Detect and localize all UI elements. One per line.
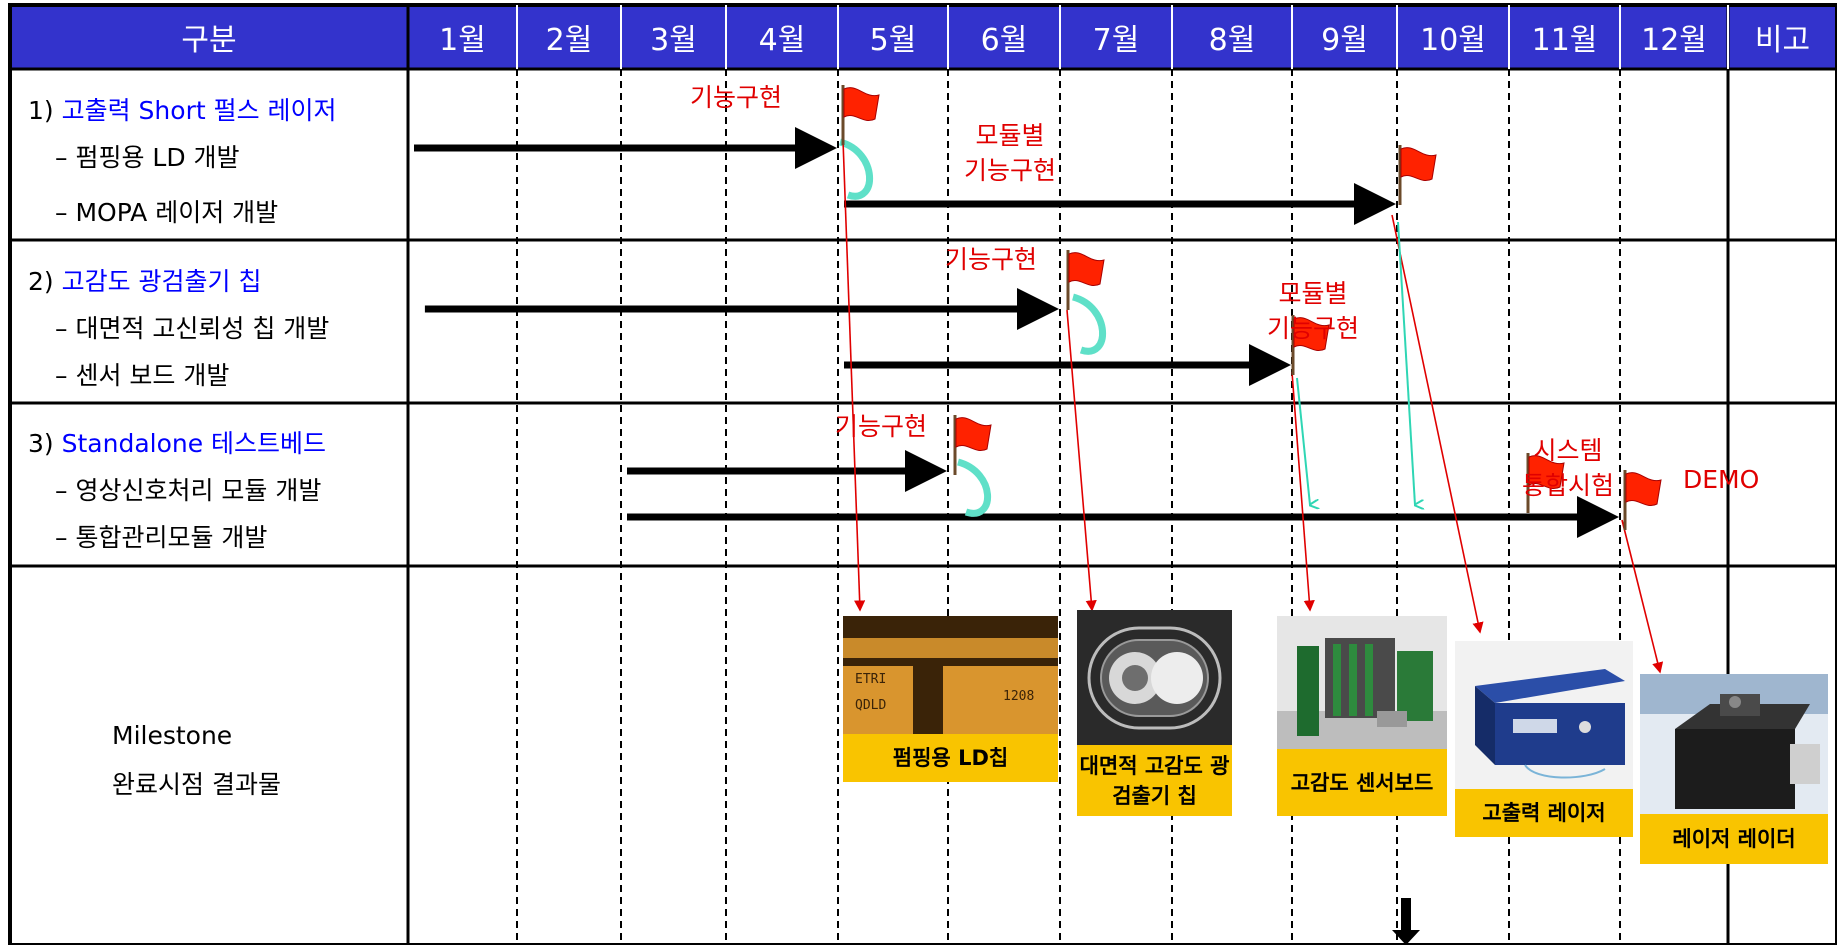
result-detector-chip-caption: 대면적 고감도 광검출기 칩 [1077, 745, 1232, 816]
high-power-laser-photo [1455, 641, 1633, 789]
note-s3-system-line1: 시스템 [1513, 433, 1623, 468]
section-1-item-1: – 펌핑용 LD 개발 [55, 138, 240, 174]
note-s1-implementation: 기능구현 [690, 80, 782, 115]
note-s1-module-line2: 기능구현 [955, 153, 1065, 188]
note-s2-implementation: 기능구현 [945, 242, 1037, 277]
link-ld-chip [843, 140, 860, 610]
section-3-heading: 3) Standalone 테스트베드 [28, 424, 326, 460]
header-month-1: 1월 [408, 5, 517, 69]
result-laser-radar-caption: 레이저 레이더 [1640, 814, 1828, 864]
note-s2-module-implementation: 모듈별 기능구현 [1258, 276, 1368, 346]
header-month-10: 10월 [1397, 5, 1509, 69]
header-month-5: 5월 [838, 5, 948, 69]
section-1-heading: 1) 고출력 Short 펄스 레이저 [28, 91, 337, 127]
milestone-label: Milestone 완료시점 결과물 [112, 711, 281, 809]
section-2-number: 2) [28, 267, 62, 296]
laser-radar-photo [1640, 674, 1828, 814]
header-category: 구분 [10, 5, 408, 69]
section-3-item-2: – 통합관리모듈 개발 [55, 518, 267, 554]
milestone-label-line1: Milestone [112, 711, 281, 760]
cycle-arrow-3 [958, 462, 988, 513]
result-high-power-laser-caption: 고출력 레이저 [1455, 789, 1633, 837]
note-s3-system-line2: 통합시험 [1513, 468, 1623, 503]
section-1-item-2: – MOPA 레이저 개발 [55, 193, 278, 229]
result-high-power-laser: 고출력 레이저 [1455, 641, 1633, 839]
header-month-2: 2월 [517, 5, 621, 69]
milestone-label-line2: 완료시점 결과물 [112, 760, 281, 809]
note-s2-module-line2: 기능구현 [1258, 311, 1368, 346]
section-3-item-1: – 영상신호처리 모듈 개발 [55, 471, 321, 507]
result-ld-chip: ETRI QDLD 1208 펌핑용 LD칩 [843, 616, 1058, 784]
result-sensor-board-caption: 고감도 센서보드 [1277, 749, 1447, 816]
note-s1-module-implementation: 모듈별 기능구현 [955, 118, 1065, 188]
detector-chip-photo [1077, 610, 1232, 745]
section-2-heading: 2) 고감도 광검출기 칩 [28, 262, 262, 298]
note-s2-module-line1: 모듈별 [1258, 276, 1368, 311]
milestone-flag-icon-1 [843, 85, 879, 145]
result-ld-chip-caption: 펌핑용 LD칩 [843, 734, 1058, 782]
chip-text-etri: ETRI [855, 672, 886, 687]
header-remarks: 비고 [1728, 5, 1837, 69]
header-month-3: 3월 [621, 5, 726, 69]
section-3-number: 3) [28, 429, 62, 458]
section-1-title: 고출력 Short 펄스 레이저 [62, 96, 337, 125]
section-2-title: 고감도 광검출기 칩 [62, 267, 262, 296]
section-3-title: Standalone 테스트베드 [62, 429, 326, 458]
header-month-7: 7월 [1060, 5, 1172, 69]
section-2-item-1: – 대면적 고신뢰성 칩 개발 [55, 309, 329, 345]
note-s3-demo: DEMO [1683, 462, 1759, 497]
sensor-board-photo [1277, 616, 1447, 749]
header-month-11: 11월 [1509, 5, 1620, 69]
header-month-6: 6월 [948, 5, 1060, 69]
teal-arrow-2 [1398, 222, 1415, 505]
task-arrows [414, 148, 1612, 517]
chip-text-number: 1208 [1003, 689, 1034, 704]
cycle-arrows [840, 142, 1103, 513]
section-1-number: 1) [28, 96, 62, 125]
result-detector-chip: 대면적 고감도 광검출기 칩 [1077, 610, 1232, 816]
teal-arrow-1 [1297, 378, 1310, 505]
milestone-links [843, 140, 1660, 672]
ld-chip-photo: ETRI QDLD 1208 [843, 616, 1058, 734]
header-month-12: 12월 [1620, 5, 1728, 69]
link-high-power-laser [1392, 215, 1480, 632]
note-s3-implementation: 기능구현 [835, 409, 927, 444]
header-month-4: 4월 [726, 5, 838, 69]
chip-text-qdld: QDLD [855, 698, 886, 713]
header-month-8: 8월 [1172, 5, 1292, 69]
result-sensor-board: 고감도 센서보드 [1277, 616, 1447, 816]
section-2-item-2: – 센서 보드 개발 [55, 356, 229, 392]
header-month-9: 9월 [1292, 5, 1397, 69]
milestone-flag-icon-7 [1625, 470, 1661, 530]
note-s3-system-test: 시스템 통합시험 [1513, 433, 1623, 503]
milestone-flag-icon-2 [1400, 145, 1436, 205]
result-laser-radar: 레이저 레이더 [1640, 674, 1828, 868]
cycle-arrow-2 [1073, 297, 1103, 351]
note-s1-module-line1: 모듈별 [955, 118, 1065, 153]
